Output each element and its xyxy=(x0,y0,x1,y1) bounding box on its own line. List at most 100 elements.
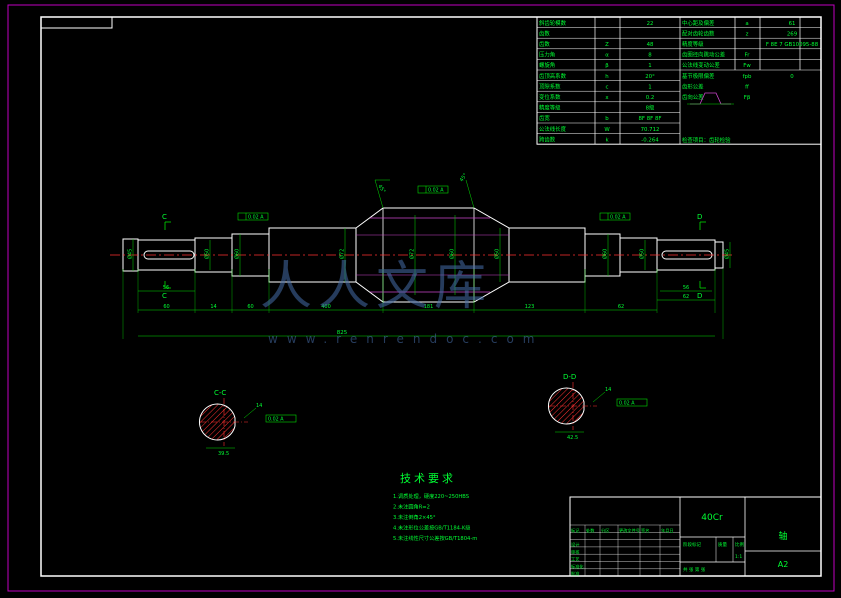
dim-diameter-text: Ø45 xyxy=(127,249,134,259)
tb-material: 40Cr xyxy=(701,513,723,523)
param-name: 齿顶高系数 xyxy=(539,72,567,80)
dim-diameter-text: Ø60 xyxy=(234,249,241,259)
param-name: 公法线长度 xyxy=(539,125,567,133)
param-value: 8F 8F 8F xyxy=(638,116,661,122)
param-name: 齿形公差 xyxy=(682,82,704,90)
chamfer-leader-left xyxy=(374,179,384,209)
inner-frame xyxy=(40,16,822,577)
param-name: 精度等级 xyxy=(682,40,704,48)
tb-role-cell: 设计 xyxy=(571,541,579,548)
param-value: 61 xyxy=(789,21,796,27)
param-symbol: Fβ xyxy=(744,95,751,101)
param-name: 精度等级 xyxy=(539,104,561,112)
tech-req-item: 1.调质处理，硬度220~250HBS xyxy=(393,492,469,500)
tb-role-cell: 批准 xyxy=(571,570,579,577)
param-symbol: x xyxy=(605,95,609,101)
tolerance-frame xyxy=(417,185,449,194)
param-symbol: z xyxy=(746,31,749,37)
dim-diameter-text: Ø50 xyxy=(494,249,501,259)
dim-diameter-text: Ø72 xyxy=(339,249,346,259)
chamfer-text-left: 45° xyxy=(376,184,386,195)
tech-req-item: 5.未注线性尺寸公差按GB/T1804-m xyxy=(393,534,477,542)
param-name: 中心距及偏差 xyxy=(682,19,715,27)
param-symbol: k xyxy=(605,137,609,143)
param-symbol: ff xyxy=(745,84,749,90)
tb-header-cell: 更改文件号 xyxy=(619,527,640,534)
param-symbol: W xyxy=(604,127,610,133)
param-symbol: Fw xyxy=(743,63,751,69)
tolerance-text: 0.02 A xyxy=(428,188,444,194)
tb-part-name: 轴 xyxy=(778,530,787,542)
tb-role-cell: 标准化 xyxy=(571,563,584,570)
param-value: -0.264 xyxy=(641,137,659,143)
param-symbol: Z xyxy=(605,42,609,48)
param-symbol: Fr xyxy=(745,53,751,59)
param-symbol: h xyxy=(605,74,608,80)
title-block-border xyxy=(569,496,822,577)
dim-chain-text: 181 xyxy=(424,304,434,310)
tech-req-item: 3.未注倒角2×45° xyxy=(393,513,436,521)
chamfer-leader-right xyxy=(465,179,475,209)
section-width-leader xyxy=(243,407,257,419)
tb-mass-label: 质量 xyxy=(718,541,727,548)
param-value: 269 xyxy=(787,31,798,37)
tb-scale-label: 比例 xyxy=(735,541,744,548)
tb-scale: 1:1 xyxy=(735,554,742,560)
dim-total-text: 825 xyxy=(337,330,348,336)
param-value: 0.2 xyxy=(646,95,655,101)
param-value: 48 xyxy=(647,42,654,48)
section-cut-label: C xyxy=(162,213,167,221)
outer-frame xyxy=(7,4,835,592)
section-tolerance-frame xyxy=(616,398,648,407)
param-name: 跨齿数 xyxy=(539,135,556,143)
param-name: 齿圈径向跳动公差 xyxy=(682,51,726,59)
dim-key-right-text: 56 xyxy=(683,285,689,291)
section-cut-label: C xyxy=(162,292,167,300)
tb-sheet-label: 共 张 第 张 xyxy=(683,566,706,573)
param-value: 1 xyxy=(648,84,651,90)
param-symbol: b xyxy=(605,116,609,122)
param-name: 螺旋角 xyxy=(539,61,555,69)
param-footer: 检查项目：齿轮检验 xyxy=(682,136,731,144)
param-name: 齿数 xyxy=(539,40,550,48)
section-tolerance-text: 0.02 A xyxy=(268,417,284,423)
dim-chain-text: 14 xyxy=(210,304,216,310)
tb-header-cell: 处数 xyxy=(586,527,595,534)
title-block: 标记处数分区更改文件号签名年月日设计审核工艺标准化批准40Cr轴A2阶段标记质量… xyxy=(569,496,822,577)
section-view-label: D-D xyxy=(563,373,576,381)
tolerance-text: 0.02 A xyxy=(610,215,626,221)
tech-req-item: 2.未注圆角R=2 xyxy=(393,503,430,511)
tolerance-frame xyxy=(599,212,631,221)
section-depth-text: 39.5 xyxy=(218,451,229,457)
section-depth-text: 42.5 xyxy=(567,435,578,441)
param-symbol: c xyxy=(606,84,609,90)
param-value: 20° xyxy=(645,74,655,80)
section-width-leader xyxy=(592,391,606,403)
param-symbol: α xyxy=(605,53,609,59)
param-symbol: a xyxy=(745,21,748,27)
keyway-left xyxy=(143,250,195,260)
param-value: 8级 xyxy=(646,104,655,112)
tolerance-frame xyxy=(237,212,269,221)
gear-body-outline xyxy=(355,207,510,303)
chamfer-text-right: 45° xyxy=(459,172,469,183)
tb-role-cell: 审核 xyxy=(571,548,580,555)
technical-requirements: 技术要求 1.调质处理，硬度220~250HBS 2.未注圆角R=2 3.未注倒角2… xyxy=(393,472,477,542)
tech-req-title: 技术要求 xyxy=(400,472,456,485)
section-cut-label: D xyxy=(697,213,702,221)
param-symbol: β xyxy=(605,63,609,69)
tb-header-cell: 签名 xyxy=(641,527,649,534)
tb-header-cell: 年月日 xyxy=(661,527,674,534)
param-value: 22 xyxy=(647,21,654,27)
param-value: 0 xyxy=(790,74,794,80)
dim-right-end-text: 62 xyxy=(683,294,689,300)
dim-diameter-text: Ø72 xyxy=(409,249,416,259)
dim-diameter-text: Ø50 xyxy=(204,249,211,259)
param-name: 齿数 xyxy=(539,29,550,37)
tb-stage-label: 阶段标记 xyxy=(683,541,701,548)
tb-header-cell: 分区 xyxy=(601,527,609,534)
param-name: 斜齿轮模数 xyxy=(539,19,567,27)
